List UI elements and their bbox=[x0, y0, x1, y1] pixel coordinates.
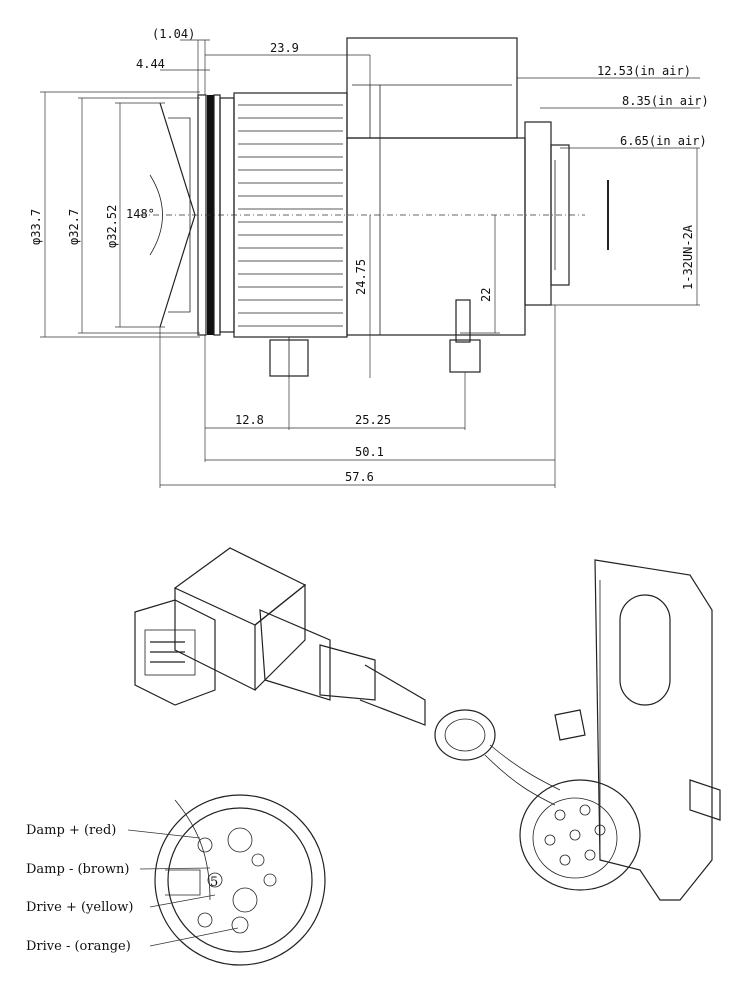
lens-side-view bbox=[140, 37, 609, 378]
dim-57-6: 57.6 bbox=[345, 470, 374, 484]
dim-1-04: (1.04) bbox=[152, 27, 195, 41]
wire-label-damp-plus: Damp + (red) bbox=[26, 823, 116, 838]
body-top-block bbox=[346, 37, 518, 139]
dimension-labels: (1.04) 4.44 23.9 12.53(in air) 8.35(in a… bbox=[29, 27, 709, 484]
dim-phi-32-52: φ32.52 bbox=[105, 205, 119, 248]
dim-8-35: 8.35(in air) bbox=[622, 94, 709, 108]
wire-legend: Damp + (red) Damp - (brown) Drive + (yel… bbox=[26, 823, 133, 954]
dim-23-9: 23.9 bbox=[270, 41, 299, 55]
grommet bbox=[434, 709, 496, 761]
connector-pin bbox=[544, 834, 556, 846]
connector-pin bbox=[569, 829, 581, 841]
dim-4-44: 4.44 bbox=[136, 57, 165, 71]
pinout-detail: 5 bbox=[127, 794, 326, 966]
dim-angle: 148° bbox=[126, 207, 155, 221]
mount-bracket bbox=[594, 559, 713, 901]
dim-50-1: 50.1 bbox=[355, 445, 384, 459]
wire-label-drive-plus: Drive + (yellow) bbox=[26, 900, 133, 915]
body-main bbox=[346, 137, 526, 336]
wire-label-damp-minus: Damp - (brown) bbox=[26, 862, 130, 877]
dim-thread: 1-32UN-2A bbox=[681, 224, 695, 290]
plug-housing-top bbox=[173, 547, 307, 626]
dim-12-53: 12.53(in air) bbox=[597, 64, 691, 78]
dimension-lines bbox=[40, 39, 700, 488]
dim-25-25: 25.25 bbox=[355, 413, 391, 427]
connector-pin bbox=[594, 824, 606, 836]
connector-pin bbox=[559, 854, 571, 866]
dim-phi-33-7: φ33.7 bbox=[29, 209, 43, 245]
connector-pin bbox=[579, 804, 591, 816]
cable bbox=[359, 664, 426, 726]
pin-number-5: 5 bbox=[210, 875, 218, 890]
rear-mount bbox=[524, 121, 552, 306]
iris-thumbscrew bbox=[449, 339, 481, 373]
connector-assembly bbox=[134, 547, 721, 901]
connector-pin bbox=[584, 849, 596, 861]
dim-phi-32-7: φ32.7 bbox=[67, 209, 81, 245]
connector-pin bbox=[554, 809, 566, 821]
dim-12-8: 12.8 bbox=[235, 413, 264, 427]
iris-pin bbox=[455, 299, 471, 343]
wire-label-drive-minus: Drive - (orange) bbox=[26, 939, 131, 954]
dim-22: 22 bbox=[479, 288, 493, 302]
pinout-outer-ring bbox=[154, 794, 326, 966]
round-connector bbox=[519, 779, 641, 891]
dim-6-65: 6.65(in air) bbox=[620, 134, 707, 148]
dim-24-75: 24.75 bbox=[354, 259, 368, 295]
bracket-slot bbox=[619, 594, 671, 706]
plug-face bbox=[134, 599, 216, 706]
